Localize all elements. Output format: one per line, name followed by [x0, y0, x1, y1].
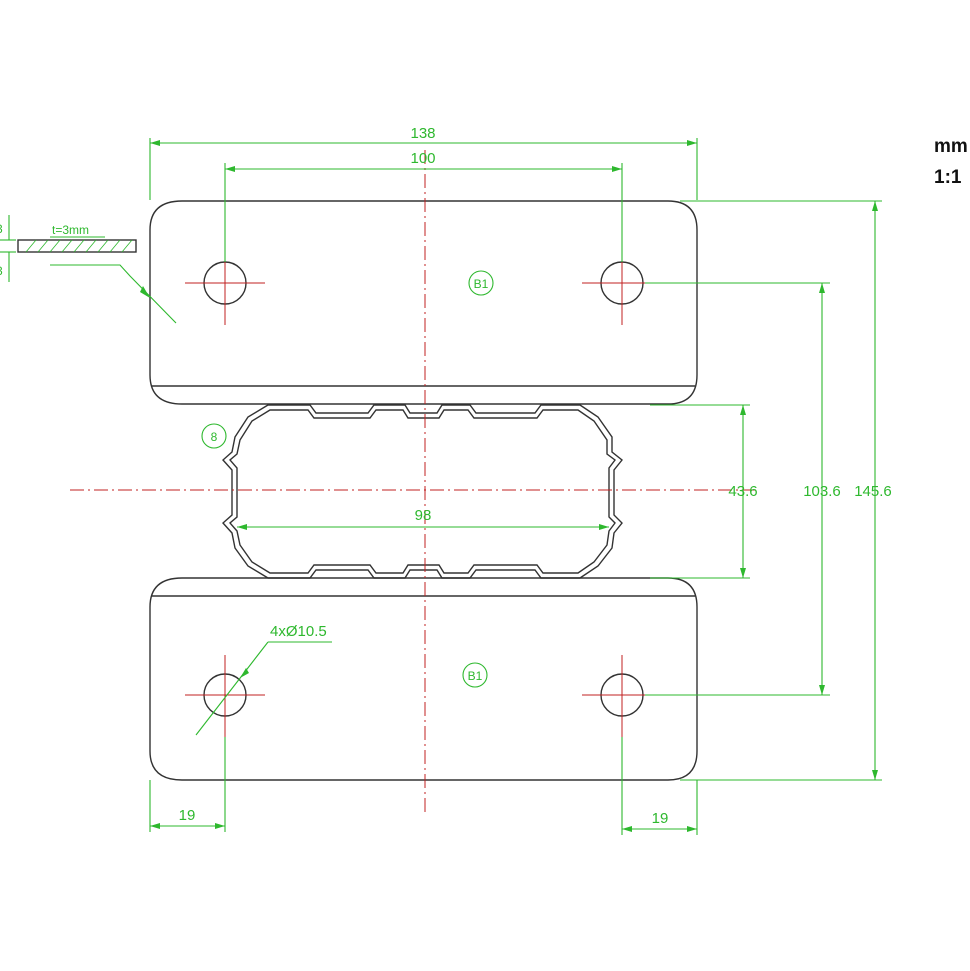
thickness-note: t=3mm [52, 223, 89, 237]
dim-overall-width: 138 [149, 125, 698, 200]
part-label-bottom: B1 [468, 669, 483, 683]
hole-callout: 4xØ10.5 [195, 623, 332, 736]
top-plate: B1 [149, 200, 698, 405]
thickness-side-mark: 3 [0, 222, 3, 236]
thickness-section [17, 239, 137, 253]
bottom-plate: B1 [149, 577, 698, 781]
dim-edge-offset-right: 19 [621, 737, 698, 835]
dim-text: 43.6 [728, 483, 757, 500]
dim-text: 145.6 [854, 483, 892, 500]
dim-edge-offset-left: 19 [149, 737, 226, 832]
part-balloon-bottom [462, 662, 488, 688]
scale-label: 1:1 [934, 167, 962, 188]
hole-callout-text: 4xØ10.5 [270, 623, 327, 640]
part-label-profile: 8 [211, 430, 218, 444]
dim-profile-width: 98 [237, 507, 609, 530]
dim-hole-center-distance: 103.6 [645, 282, 841, 696]
profile-inner-wall [229, 409, 616, 574]
thickness-detail: t=3mm 3 3 [0, 215, 177, 324]
dim-text: 103.6 [803, 483, 841, 500]
dim-profile-height: 43.6 [650, 404, 758, 579]
units-label: mm [934, 136, 968, 157]
dim-hole-spacing: 100 [224, 150, 623, 262]
profile-outer-wall [222, 404, 623, 579]
top-plate-outline [149, 200, 698, 405]
profile: 8 [201, 404, 623, 579]
part-label-top: B1 [474, 277, 489, 291]
thickness-side-mark: 3 [0, 264, 3, 278]
dim-text: 98 [415, 507, 432, 524]
dim-text: 19 [179, 807, 196, 824]
part-balloon-top [468, 270, 494, 296]
dim-text: 138 [410, 125, 435, 142]
thickness-leader [50, 264, 177, 324]
part-balloon-profile [201, 423, 227, 449]
dim-text: 100 [410, 150, 435, 167]
dim-overall-height: 145.6 [680, 200, 892, 781]
dim-text: 19 [652, 810, 669, 827]
bottom-plate-outline [149, 577, 698, 781]
